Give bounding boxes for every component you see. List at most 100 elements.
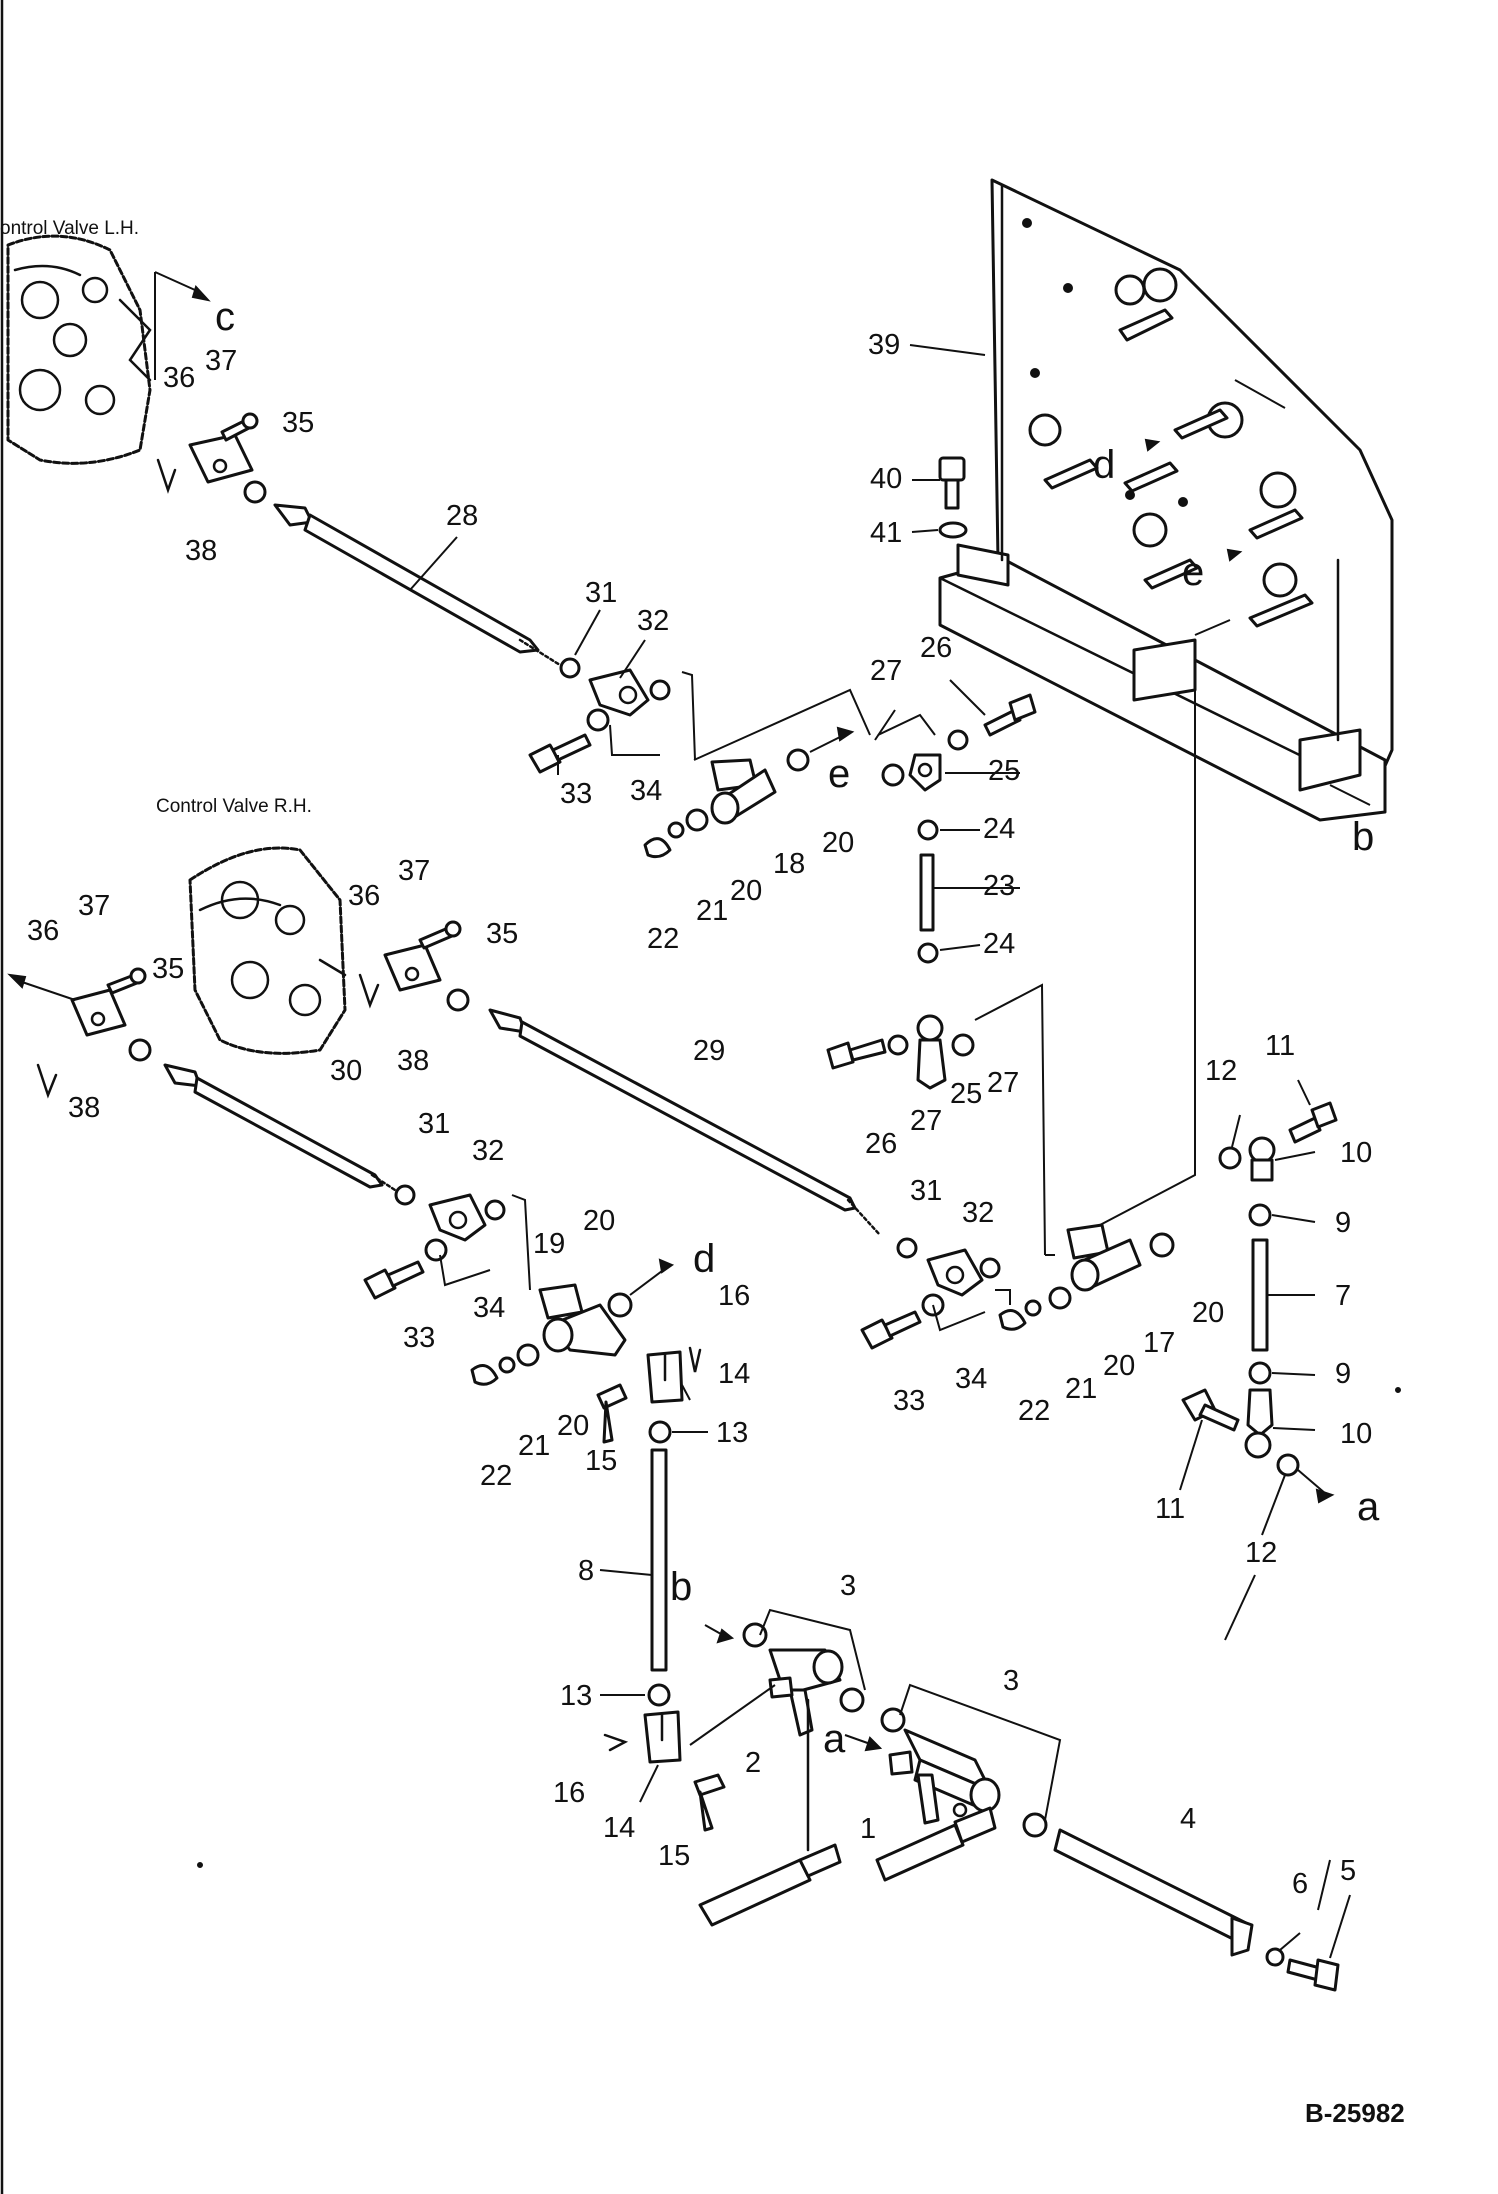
bolt-26b	[826, 1038, 887, 1070]
nut-24a	[917, 819, 939, 841]
callout-16: 16	[718, 1280, 750, 1312]
lever-17	[1066, 1223, 1142, 1292]
bracket-line	[511, 1194, 531, 1291]
leader-11a	[1297, 1079, 1311, 1106]
bracket-line	[1329, 784, 1371, 806]
callout-30: 30	[330, 1055, 362, 1087]
arrow-icon	[1226, 548, 1243, 562]
view-letter-d: d	[1093, 443, 1115, 487]
leader-39	[909, 344, 986, 356]
bracket-line	[681, 671, 696, 761]
rod-end-10b	[1244, 1388, 1274, 1459]
clevis-36b	[383, 943, 442, 992]
bracket-line	[1194, 619, 1231, 636]
callout-34: 34	[630, 775, 662, 807]
caption-control-valve-lh: ontrol Valve L.H.	[0, 218, 139, 239]
leader-4	[1317, 1859, 1331, 1911]
nut-35c	[128, 1038, 152, 1062]
clevis-14a	[646, 1350, 684, 1404]
callout-37: 37	[205, 345, 237, 377]
callout-20: 20	[1103, 1350, 1135, 1382]
callout-5: 5	[1340, 1855, 1356, 1887]
callout-32: 32	[637, 605, 669, 637]
callout-14: 14	[603, 1812, 635, 1844]
callout-21: 21	[1065, 1373, 1097, 1405]
turnbuckle-rod-7	[1251, 1238, 1269, 1352]
leader-14a	[681, 1384, 691, 1401]
cotter-pin-38b	[358, 973, 380, 1009]
callout-22: 22	[1018, 1395, 1050, 1427]
view-letter-d: d	[693, 1237, 715, 1281]
leader-31	[574, 609, 601, 656]
bushing-20f	[1149, 1232, 1175, 1258]
bushing-3a-right	[839, 1687, 865, 1713]
snap-ring-22b	[470, 1364, 499, 1386]
clevis-36c	[70, 988, 127, 1037]
arrow-leader	[21, 981, 76, 1001]
view-bracket	[154, 271, 196, 291]
callout-38: 38	[68, 1092, 100, 1124]
callout-26: 26	[920, 632, 952, 664]
leader-27	[874, 709, 896, 741]
washer-34b2	[484, 1199, 506, 1221]
pin-37b	[418, 920, 462, 950]
callout-21: 21	[696, 895, 728, 927]
pedal-rod-right	[875, 1802, 997, 1882]
rod-end-32a	[588, 668, 650, 717]
callout-10: 10	[1340, 1418, 1372, 1450]
view-letter-b: b	[670, 1565, 692, 1609]
callout-11: 11	[1265, 1030, 1295, 1062]
bracket-line	[759, 1608, 866, 1691]
rod-end-32c	[926, 1248, 984, 1297]
rod-end-10a	[1248, 1136, 1276, 1182]
leader-26	[949, 679, 986, 716]
callout-20: 20	[583, 1205, 615, 1237]
washer-34c2	[979, 1257, 1001, 1279]
clevis-36a	[188, 433, 254, 484]
callout-35: 35	[486, 918, 518, 950]
bushing-20b	[685, 808, 709, 832]
view-letter-c: c	[215, 295, 235, 339]
callout-27: 27	[910, 1105, 942, 1137]
callout-24: 24	[983, 928, 1015, 960]
bushing-3b-right	[1022, 1812, 1048, 1838]
callout-19: 19	[533, 1228, 565, 1260]
callout-39: 39	[868, 329, 900, 361]
arrow-icon	[7, 973, 27, 989]
control-valve-lh	[6, 234, 152, 465]
leader-12b	[1261, 1474, 1286, 1536]
leader-10b	[1272, 1427, 1316, 1431]
lever-18	[710, 758, 777, 825]
callout-36: 36	[163, 362, 195, 394]
washer-27c	[951, 1033, 975, 1057]
bracket-line	[877, 713, 936, 736]
leader-3a	[1224, 1574, 1256, 1641]
callout-37: 37	[398, 855, 430, 887]
rod-29	[488, 1008, 882, 1237]
leader-5	[1329, 1894, 1351, 1959]
pin-15b	[693, 1773, 726, 1832]
bolt-33b	[363, 1260, 425, 1300]
pedal-bracket-2	[768, 1648, 844, 1737]
callout-12: 12	[1205, 1055, 1237, 1087]
arrow-icon	[191, 285, 211, 302]
bracket-line	[439, 1254, 491, 1287]
callout-40: 40	[870, 463, 902, 495]
rod-end-25b	[916, 1014, 947, 1090]
mounting-plate-39	[938, 178, 1394, 822]
leader-28	[409, 536, 458, 591]
callout-1: 1	[860, 1813, 876, 1845]
callout-25: 25	[988, 755, 1020, 787]
nut-35a	[243, 480, 267, 504]
arrow-leader	[704, 1624, 729, 1639]
bracket-line	[1099, 660, 1196, 1226]
nut-9a	[1248, 1203, 1272, 1227]
view-letter-a: a	[1357, 1485, 1380, 1529]
callout-35: 35	[152, 953, 184, 985]
callout-13: 13	[716, 1417, 748, 1449]
leader-9	[1271, 1214, 1316, 1223]
bushing-20a	[786, 748, 810, 772]
snap-ring-22c	[998, 1309, 1027, 1331]
leader-9b	[1271, 1372, 1316, 1376]
leader-b	[1234, 379, 1286, 409]
